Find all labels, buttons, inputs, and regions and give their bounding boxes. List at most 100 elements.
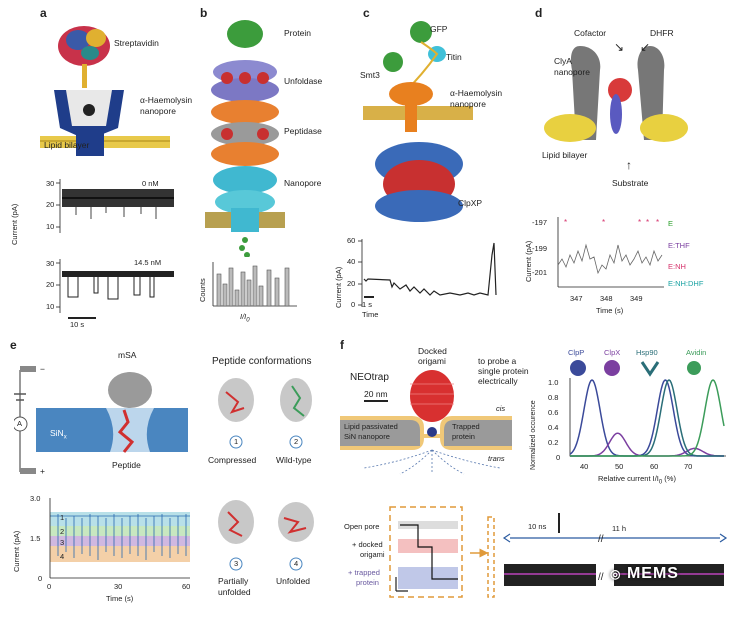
e-minus-label: −	[40, 364, 45, 374]
f-scale-bar	[364, 400, 388, 402]
f-occ-xtick-70: 70	[684, 462, 693, 471]
b-nanopore-label: Nanopore	[284, 178, 322, 188]
e-xtick-0: 0	[47, 582, 52, 591]
e-ytick-0: 0	[38, 574, 43, 583]
f-occ-ytick-0.4: 0.4	[548, 423, 559, 432]
c-gfp-label: GFP	[430, 24, 448, 34]
d-xtick-349: 349	[630, 294, 643, 303]
f-plus-trapped-label-2: protein	[356, 578, 379, 587]
c-scalebar	[364, 296, 374, 298]
f-occ-xlabel-sub: 0	[658, 479, 663, 486]
a-scalebar	[68, 317, 96, 319]
d-clya-label-2: nanopore	[554, 67, 590, 77]
e-conf-4-num: 4	[294, 559, 299, 568]
c-ytick-0: 0	[351, 300, 356, 309]
f-legend-clpx: ClpX	[604, 348, 621, 357]
svg-text:*: *	[564, 218, 567, 227]
f-occurrence-chart	[569, 378, 726, 457]
occ-series-clpx	[570, 432, 724, 457]
panel-c-label: c	[363, 6, 370, 20]
e-ytick-1.5: 1.5	[30, 534, 41, 543]
e-conf-3-name-1: Partially	[218, 576, 249, 586]
panel-f-label: f	[340, 338, 344, 352]
e-level-2: 2	[60, 527, 65, 536]
f-occ-xlabel-main: Relative current I/I	[598, 474, 659, 483]
d-state-enh: E:NH	[668, 262, 686, 271]
f-scalebar-ns	[558, 513, 560, 533]
svg-text:*: *	[656, 218, 659, 227]
e-conf-3-name-2: unfolded	[218, 587, 251, 597]
svg-text:*: *	[638, 218, 641, 227]
c-titin-label: Titin	[446, 52, 462, 62]
f-occ-ytick-0: 0	[556, 453, 561, 462]
f-probe-label-2: single protein	[478, 366, 529, 376]
c-scalebar-label: 1 s	[362, 300, 373, 309]
f-legend-hsp90: Hsp90	[636, 348, 658, 357]
d-arrow-right: ↙	[640, 40, 651, 54]
e-plus-label: +	[40, 466, 45, 476]
panel-a-label: a	[40, 6, 47, 20]
panel-e-schematic	[14, 366, 188, 474]
b-hist-ylabel: Counts	[198, 278, 207, 302]
f-occ-ylabel: Normalized occurence	[530, 400, 537, 470]
e-xtick-30: 30	[114, 582, 123, 591]
e-conf-4-name: Unfolded	[276, 576, 311, 586]
a-trace-2	[56, 259, 174, 313]
d-clya-label-1: ClyA	[554, 56, 572, 66]
e-level-3: 3	[60, 538, 65, 547]
f-trapped-label-2: protein	[452, 432, 475, 441]
a-trace-1-label: 0 nM	[142, 179, 159, 188]
c-ylabel: Current (pA)	[334, 266, 343, 308]
f-occ-xtick-50: 50	[615, 462, 624, 471]
f-occ-ytick-0.6: 0.6	[548, 408, 559, 417]
e-peptide-label: Peptide	[112, 460, 141, 470]
e-msa-label: mSA	[118, 350, 137, 360]
c-ytick-20: 20	[347, 279, 356, 288]
a-ytick-2-10: 10	[46, 302, 55, 311]
f-legend-avidin: Avidin	[686, 348, 707, 357]
d-cofactor-label: Cofactor	[574, 28, 607, 38]
d-state-e: E	[668, 219, 674, 228]
b-histogram	[212, 262, 297, 307]
c-pore-label-1: α-Haemolysin	[450, 88, 503, 98]
e-level-1: 1	[60, 513, 65, 522]
f-legend-clpp: ClpP	[568, 348, 585, 357]
e-ammeter-label: A	[17, 419, 23, 428]
f-lipid-label-2: SiN nanopore	[344, 432, 390, 441]
d-dhfr-label: DHFR	[650, 28, 674, 38]
f-docked-label-2: origami	[418, 356, 446, 366]
f-plus-docked-label-1: + docked	[352, 540, 383, 549]
f-scale-label: 20 nm	[364, 389, 388, 399]
d-arrow-left: ↘	[614, 40, 625, 54]
f-plus-trapped-label-1: + trapped	[348, 568, 380, 577]
occ-series-clpp	[569, 379, 724, 457]
f-occ-ytick-1.0: 1.0	[548, 378, 559, 387]
a-trace-1	[56, 179, 174, 233]
d-lipid-label: Lipid bilayer	[542, 150, 588, 160]
f-scalebar-ns-label: 10 ns	[528, 522, 547, 531]
svg-text:*: *	[646, 218, 649, 227]
a-ytick-1-30: 30	[46, 179, 55, 188]
occ-series-hsp90	[570, 379, 724, 457]
a-ytick-2-20: 20	[46, 280, 55, 289]
f-watermark-text: MEMS	[626, 565, 679, 582]
f-watermark: ◎ MEMS	[610, 565, 679, 583]
f-docked-label-1: Docked	[418, 346, 447, 356]
a-ytick-1-10: 10	[46, 222, 55, 231]
d-trace: * * * * *	[557, 217, 664, 288]
streptavidin-label: Streptavidin	[114, 38, 159, 48]
e-sin-sub: x	[63, 434, 67, 441]
e-conf-1-name: Compressed	[208, 455, 257, 465]
a-ytick-1-20: 20	[46, 200, 55, 209]
f-protein-icons	[570, 360, 701, 377]
d-state-enhdhf: E:NH:DHF	[668, 279, 704, 288]
b-hist-xlabel-sub: 0	[246, 317, 250, 324]
b-protein-label: Protein	[284, 28, 311, 38]
occ-series-avidin	[570, 379, 725, 457]
f-trapped-label-1: Trapped	[452, 422, 480, 431]
f-neotrap-schematic	[340, 370, 512, 475]
f-lipid-label-1: Lipid passivated	[344, 422, 398, 431]
a-lipid-label: Lipid bilayer	[44, 140, 90, 150]
b-peptidase-label: Peptidase	[284, 126, 322, 136]
e-level-4: 4	[60, 552, 65, 561]
